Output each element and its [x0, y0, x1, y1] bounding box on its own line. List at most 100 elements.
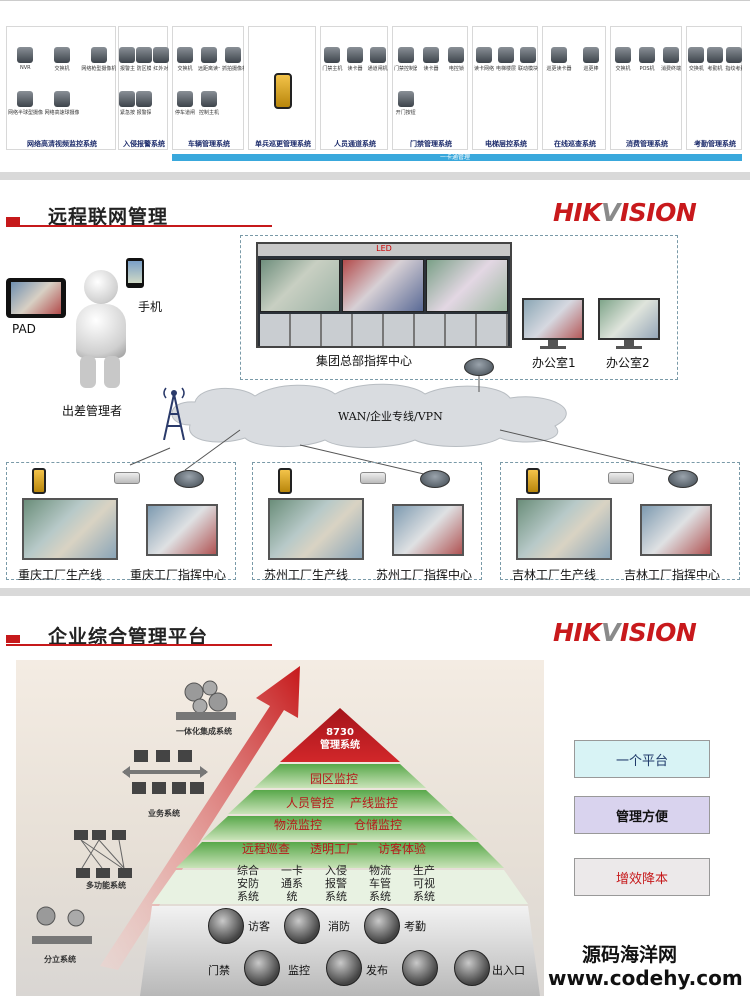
- device-icon: [177, 91, 193, 107]
- production-line-label: 苏州工厂生产线: [264, 568, 349, 582]
- side-box: 一个平台: [574, 740, 710, 778]
- device-icon: [663, 47, 679, 63]
- hq-group: [240, 235, 678, 380]
- command-center-label: 吉林工厂指挥中心: [624, 568, 721, 582]
- device-label: 报警探头: [136, 110, 152, 116]
- stage-integrated-label: 一体化集成系统: [176, 727, 232, 736]
- device-icon: [476, 47, 492, 63]
- command-center-label: 重庆工厂指挥中心: [130, 568, 227, 582]
- factory-site: [252, 462, 482, 580]
- office-2-label: 办公室2: [606, 356, 650, 370]
- logo-suffix: ISION: [619, 618, 697, 647]
- base-label: 监控: [288, 964, 310, 977]
- patrol-device-icon: [526, 468, 540, 494]
- tier6-system: 一卡 通系 统: [281, 864, 303, 903]
- system-box: 单兵巡更管理系统: [248, 26, 316, 150]
- system-box: NVR交换机网络枪型摄像机网络半球型摄像机网络高速球摄像机网络高清视频监控系统: [6, 26, 116, 150]
- device-icon: [551, 47, 567, 63]
- device-label: 通道闸机: [367, 66, 388, 72]
- manager-label: 出差管理者: [62, 404, 123, 418]
- device-icon: [369, 47, 386, 63]
- command-center-label: 苏州工厂指挥中心: [376, 568, 473, 582]
- router-icon: [174, 470, 204, 488]
- stage-business-label: 业务系统: [148, 809, 180, 818]
- device-icon: [90, 47, 107, 63]
- top-system-panel: NVR交换机网络枪型摄像机网络半球型摄像机网络高速球摄像机网络高清视频监控系统报…: [0, 0, 750, 172]
- device-icon: [397, 47, 414, 63]
- tier-label: 远程巡查: [242, 842, 291, 856]
- side-box: 管理方便: [574, 796, 710, 834]
- hikvision-logo: HIKVISION: [553, 618, 697, 647]
- logo-prefix: HIK: [553, 198, 602, 227]
- device-label: 控制主机: [198, 110, 219, 116]
- logo-prefix: HIK: [553, 618, 602, 647]
- device-label: 电梯楼层控制器: [496, 66, 516, 72]
- pad-device: [6, 278, 66, 318]
- platform-panel: 企业综合管理平台 HIKVISION 一体化集成系统 业务系统 多功能系统 分立…: [0, 596, 750, 1000]
- camera-icon: [360, 472, 386, 484]
- base-label: 发布: [366, 964, 388, 977]
- logo-v: V: [601, 618, 620, 647]
- base-icon: [402, 950, 438, 986]
- device-label: 远距离读卡器: [198, 66, 220, 72]
- stage-business-icon: [122, 748, 208, 806]
- camera-icon: [114, 472, 140, 484]
- device-label: 网络半球型摄像机: [8, 110, 43, 116]
- device-label: 交换机: [688, 66, 704, 72]
- system-box: 交换机考勤机指纹考勤机考勤管理系统: [686, 26, 742, 150]
- device-label: 红外对射: [153, 66, 168, 72]
- tier-label: 透明工厂: [310, 842, 359, 856]
- base-icon: [364, 908, 400, 944]
- base-label: 考勤: [404, 920, 426, 933]
- title-marker: [6, 217, 20, 225]
- system-box: 门禁主机读卡器通道闸机人员通道系统: [320, 26, 388, 150]
- device-label: NVR: [20, 65, 31, 71]
- logo-suffix: ISION: [619, 198, 697, 227]
- device-label: 电控锁: [448, 66, 464, 72]
- device-icon: [201, 91, 217, 107]
- tier6-system: 物流 车管 系统: [369, 864, 391, 903]
- hq-router-icon: [464, 358, 494, 376]
- wall-screen: [342, 259, 424, 312]
- device-icon: [201, 47, 217, 63]
- stage-multifunction-label: 多功能系统: [86, 881, 126, 890]
- device-label: 紧急按钮: [120, 110, 135, 116]
- device-icon: [639, 47, 655, 63]
- stage-discrete-label: 分立系统: [44, 955, 76, 964]
- device-label: 读卡网络转换器: [474, 66, 494, 72]
- system-name: 在线巡查系统: [554, 140, 596, 148]
- system-name: 消费管理系统: [626, 140, 668, 148]
- device-label: 开门按钮: [395, 110, 416, 116]
- office-monitor-1: [522, 298, 584, 350]
- section-title: 企业综合管理平台: [48, 626, 209, 648]
- base-label: 消防: [328, 920, 350, 933]
- system-box: 读卡网络转换器电梯楼层控制器联动模块电梯层控系统: [472, 26, 538, 150]
- tier-label: 人员管控: [286, 796, 335, 810]
- system-box: 门禁控制器读卡器电控锁开门按钮门禁管理系统: [392, 26, 468, 150]
- device-label: 报警主机: [120, 66, 135, 72]
- device-icon: [423, 47, 439, 63]
- device-label: 巡更读卡器: [546, 66, 572, 72]
- office-monitor-2: [598, 298, 660, 350]
- system-name: 车辆管理系统: [188, 140, 230, 148]
- production-line-screen: [268, 498, 364, 560]
- wall-screen: [426, 259, 508, 312]
- wan-cloud: [171, 383, 567, 448]
- production-line-label: 重庆工厂生产线: [18, 568, 103, 582]
- tier-label: 产线监控: [350, 796, 399, 810]
- title-underline: [6, 225, 272, 227]
- base-icon: [454, 950, 490, 986]
- system-box: 巡更读卡器巡更棒在线巡查系统: [542, 26, 606, 150]
- separator: [0, 588, 750, 596]
- hq-label: 集团总部指挥中心: [316, 354, 413, 368]
- production-line-screen: [516, 498, 612, 560]
- base-label: 出入口: [492, 964, 525, 977]
- separator: [0, 172, 750, 180]
- device-icon: [707, 47, 723, 63]
- system-name: 人员通道系统: [334, 140, 376, 148]
- device-label: 指纹考勤机: [725, 66, 742, 72]
- device-icon: [347, 47, 363, 63]
- device-icon: [324, 47, 341, 63]
- title-underline: [6, 644, 272, 646]
